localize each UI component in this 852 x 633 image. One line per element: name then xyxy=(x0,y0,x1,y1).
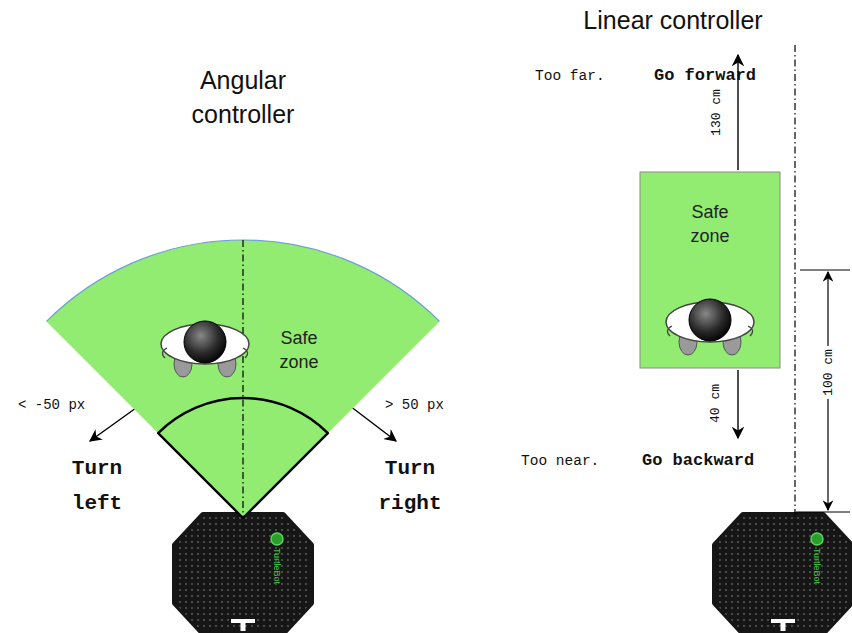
axis-line xyxy=(242,240,243,518)
turtlebot-robot xyxy=(715,515,851,631)
dimension-label: 100 cm xyxy=(821,346,836,399)
distance-arrow xyxy=(737,370,738,438)
dimension-tick xyxy=(796,512,850,513)
zone-label: Safe zone xyxy=(270,326,328,375)
dimension-tick xyxy=(800,270,850,271)
action-label: Turn right xyxy=(375,452,445,521)
person-top-view xyxy=(666,299,754,355)
axis-line xyxy=(794,45,795,515)
condition-label: Too far. xyxy=(535,68,605,84)
action-label: Go forward xyxy=(654,66,756,85)
logo-text: TurtleBot xyxy=(812,548,822,584)
action-label: Turn left xyxy=(65,452,129,521)
zone-label: Safe zone xyxy=(680,200,740,249)
dimension-label: 130 cm xyxy=(709,89,724,136)
part-title: Linear controller xyxy=(583,6,762,35)
threshold-label: > 50 px xyxy=(385,397,444,413)
person-top-view xyxy=(161,321,249,377)
action-label: Go backward xyxy=(642,451,754,470)
zone-shape xyxy=(640,172,780,368)
turn-arrow xyxy=(90,408,136,441)
turtlebot-robot xyxy=(175,515,311,631)
logo-text: TurtleBot xyxy=(272,548,282,584)
condition-label: Too near. xyxy=(521,453,599,469)
threshold-label: < -50 px xyxy=(18,397,85,413)
part-title: Angular controller xyxy=(168,64,318,132)
safe-zone-rect xyxy=(640,172,780,368)
dimension-label: 40 cm xyxy=(708,383,723,422)
safe-zone: Safe zone xyxy=(640,172,780,368)
